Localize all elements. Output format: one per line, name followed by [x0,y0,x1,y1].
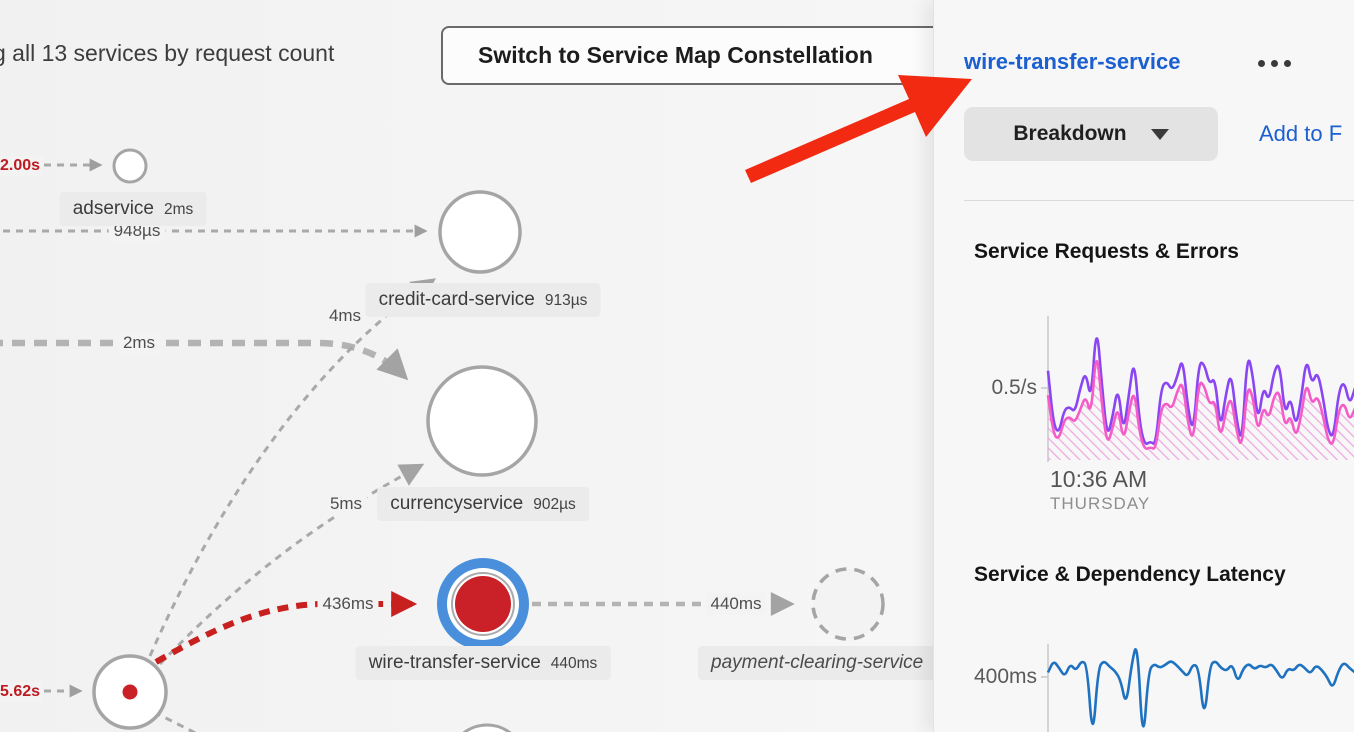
ellipsis-icon [1271,60,1278,67]
edge-4ms [148,278,436,657]
node-root-service[interactable] [92,654,168,730]
service-map-graph [0,148,885,732]
chevron-down-icon [1150,128,1169,140]
requests-errors-chart [1041,316,1354,462]
chart-day-label: THURSDAY [1050,494,1151,513]
map-caption: g all 13 services by request count [0,40,335,66]
edge-2ms [0,339,409,381]
chip-metric: 440ms [550,655,598,672]
node-wire-transfer-service[interactable] [437,558,529,650]
edge-label-5s: 5.62s [0,682,44,702]
edge-label-436ms: 436ms [317,593,379,615]
chart-time-label: 10:36 AM [1050,466,1148,492]
chip-metric: 2ms [164,201,194,218]
chip-currencyservice[interactable]: currencyservice 902µs [377,487,589,521]
panel-service-title-link[interactable]: wire-transfer-service [964,49,1181,74]
edge-label-4ms: 4ms [323,305,367,327]
chip-service-name: currencyservice [390,493,524,514]
chip-payment-clearing-service[interactable]: payment-clearing-service [698,646,958,680]
service-detail-panel: wire-transfer-service Breakdown Add to F… [933,0,1354,732]
edge-to-bottom-node [153,710,197,732]
edge-436ms-error [154,591,418,665]
node-payment-clearing-service[interactable] [811,567,885,641]
chip-wire-transfer-service[interactable]: wire-transfer-service 440ms [355,646,611,680]
node-partial-bottom[interactable] [449,723,525,732]
requests-errors-heading: Service Requests & Errors [974,240,1239,263]
edge-label-5ms: 5ms [324,493,368,515]
chip-service-name: wire-transfer-service [368,652,541,673]
add-to-filter-link[interactable]: Add to F [1259,121,1343,146]
latency-heading: Service & Dependency Latency [974,563,1286,586]
edge-label-2ms: 2ms [117,332,161,354]
requests-ytick-label: 0.5/s [991,376,1037,399]
node-credit-card-service[interactable] [438,190,522,274]
chip-service-name: payment-clearing-service [711,652,924,673]
edge-label-2s: 2.00s [0,156,44,176]
breakdown-label: Breakdown [1013,122,1127,145]
latency-ytick-label: 400ms [973,665,1037,688]
latency-chart [1041,644,1354,732]
breakdown-dropdown[interactable]: Breakdown [964,107,1218,161]
error-dot [122,684,138,700]
ellipsis-icon [1258,60,1265,67]
more-menu-button[interactable] [1254,56,1295,71]
chip-adservice[interactable]: adservice 2ms [59,192,207,226]
chip-metric: 913µs [544,292,588,309]
edge-5ms [158,463,425,666]
service-map-canvas[interactable]: g all 13 services by request count Switc… [0,0,961,732]
node-currencyservice[interactable] [426,365,538,477]
node-adservice[interactable] [112,148,148,184]
chip-credit-card-service[interactable]: credit-card-service 913µs [365,283,601,317]
ellipsis-icon [1284,60,1291,67]
chip-service-name: credit-card-service [378,289,535,310]
chip-metric: 902µs [533,496,576,513]
chip-service-name: adservice [72,198,155,219]
edge-label-440ms: 440ms [705,593,767,615]
panel-divider [964,200,1354,201]
